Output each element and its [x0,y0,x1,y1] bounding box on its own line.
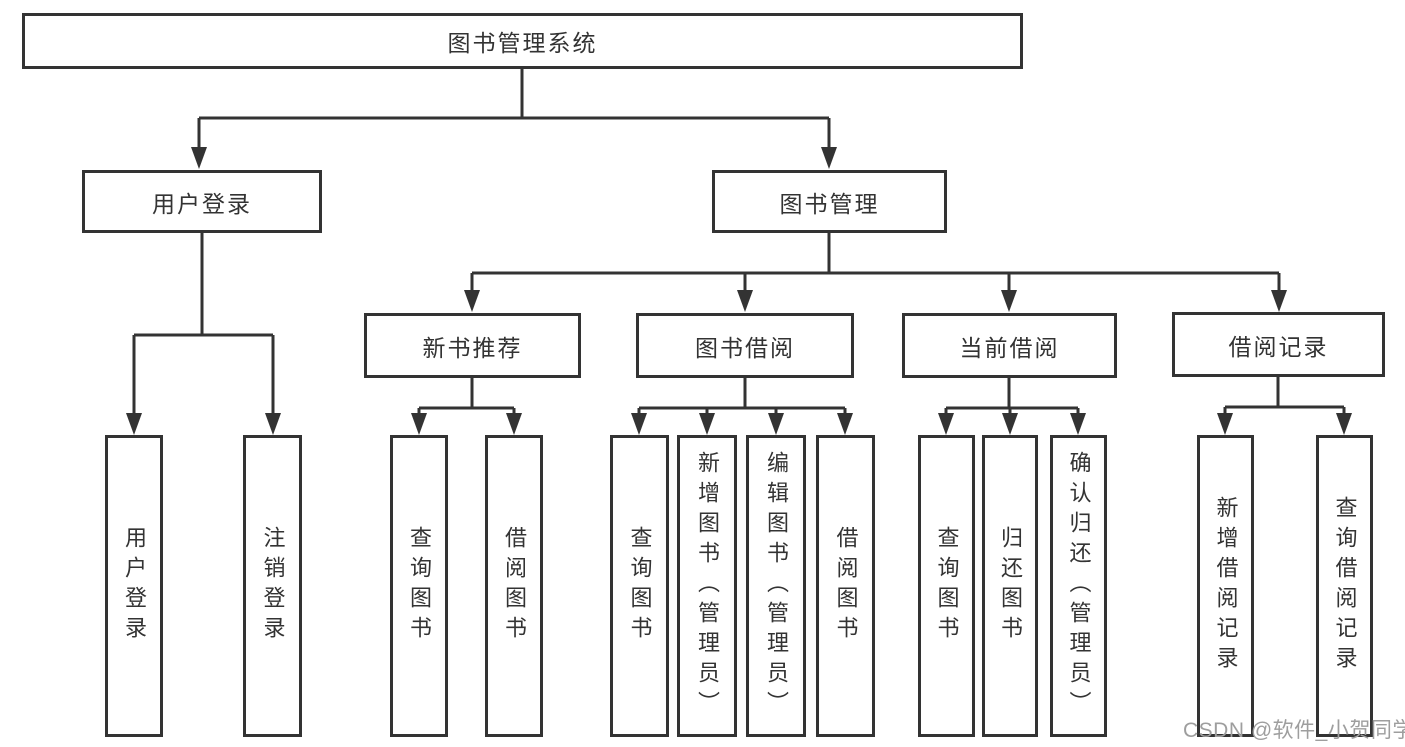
node-edit-book-admin: 编辑图书（管理员） [746,435,806,737]
node-logout: 注销登录 [243,435,302,737]
node-confirm-return-admin: 确认归还（管理员） [1050,435,1107,737]
node-add-borrow-record: 新增借阅记录 [1197,435,1254,737]
connector-borrowing-records-children [1217,377,1352,435]
node-query-books-current: 查询图书 [918,435,975,737]
node-book-management: 图书管理 [712,170,947,233]
node-new-book-recommend: 新书推荐 [364,313,581,378]
node-user-login: 用户登录 [82,170,322,233]
connector-book-borrowing-children [631,378,853,435]
connector-current-borrowing-children [938,378,1086,435]
connector-user-login-children [126,233,281,435]
node-current-borrowing: 当前借阅 [902,313,1117,378]
node-user-login-leaf: 用户登录 [105,435,163,737]
connector-new-book-children [411,378,522,435]
node-borrow-books-recommend: 借阅图书 [485,435,543,737]
node-library-system: 图书管理系统 [22,13,1023,69]
node-book-borrowing: 图书借阅 [636,313,854,378]
node-borrow-books-leaf: 借阅图书 [816,435,875,737]
node-query-books-recommend: 查询图书 [390,435,448,737]
connector-book-management-children [464,233,1287,312]
node-query-borrow-record: 查询借阅记录 [1316,435,1373,737]
watermark: CSDN @软件_小贺同学 [1183,719,1405,742]
connector-root-to-level1 [191,69,837,169]
node-borrowing-records: 借阅记录 [1172,312,1385,377]
node-query-books-borrowing: 查询图书 [610,435,669,737]
node-return-books: 归还图书 [982,435,1038,737]
node-add-book-admin: 新增图书（管理员） [677,435,737,737]
